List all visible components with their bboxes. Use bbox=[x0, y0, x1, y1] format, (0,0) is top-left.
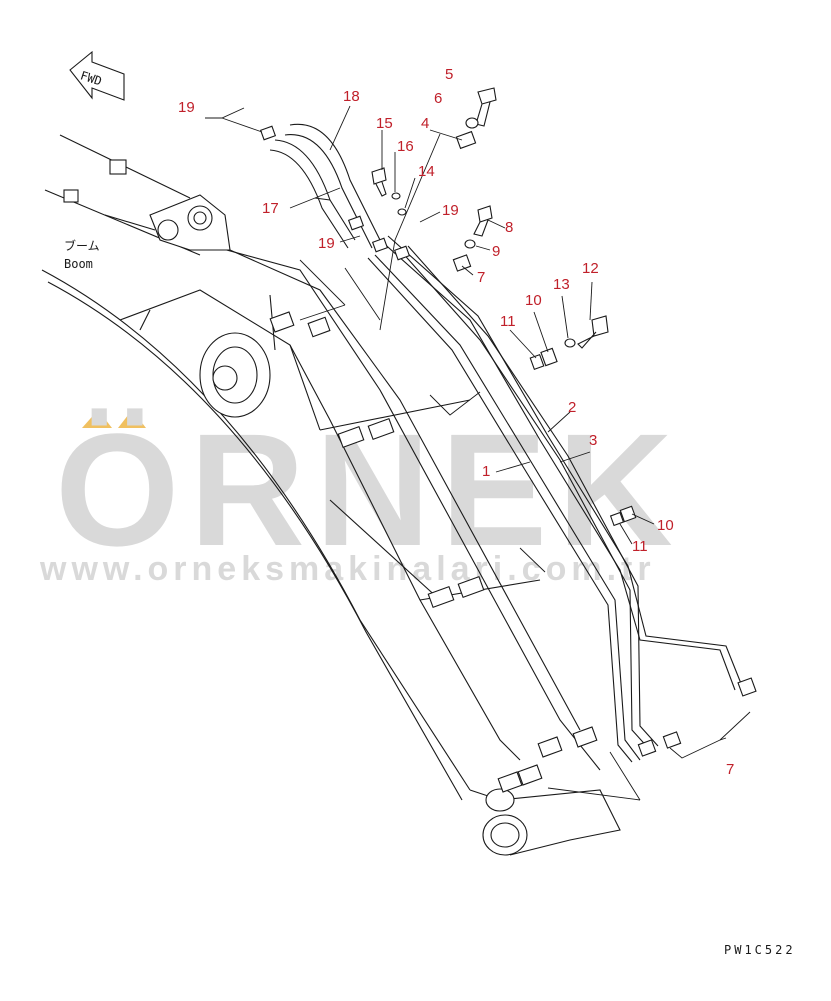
bolt-5-icon bbox=[475, 87, 497, 127]
washer-16-icon bbox=[391, 192, 401, 200]
callout-7-lower: 7 bbox=[726, 761, 734, 778]
bolt-15-icon bbox=[371, 167, 387, 197]
watermark-accent-right bbox=[118, 410, 146, 428]
boom-body bbox=[41, 134, 621, 856]
clamp-7b-icon bbox=[737, 677, 757, 697]
fitting-19b-icon bbox=[371, 237, 389, 253]
callout-10-upper: 10 bbox=[525, 292, 542, 309]
clamp-11b-icon bbox=[609, 511, 625, 527]
clamp-7-icon bbox=[452, 254, 472, 272]
bolt-8-icon bbox=[473, 205, 493, 237]
callout-4: 4 bbox=[421, 115, 429, 132]
fwd-label: FWD bbox=[79, 68, 104, 88]
callout-18: 18 bbox=[343, 88, 360, 105]
callout-15: 15 bbox=[376, 115, 393, 132]
boom-clamps bbox=[269, 311, 598, 793]
callout-9: 9 bbox=[492, 243, 500, 260]
callout-5: 5 bbox=[445, 66, 453, 83]
callout-16: 16 bbox=[397, 138, 414, 155]
watermark-accent-left bbox=[82, 410, 112, 428]
washer-14-icon bbox=[397, 208, 407, 216]
callouts: 5 6 4 18 15 16 14 19 17 19 19 8 9 7 12 1… bbox=[178, 66, 734, 778]
drawing-code: PW1C522 bbox=[724, 943, 796, 957]
washer-13-icon bbox=[564, 338, 576, 348]
callout-8: 8 bbox=[505, 219, 513, 236]
callout-12: 12 bbox=[582, 260, 599, 277]
fwd-arrow: FWD bbox=[69, 50, 125, 101]
watermark-url: www.orneksmakinalari.com.tr bbox=[39, 550, 656, 588]
callout-2: 2 bbox=[568, 399, 576, 416]
fitting-19a-icon bbox=[259, 125, 277, 141]
clamp-10b-icon bbox=[619, 505, 637, 523]
pipes bbox=[367, 235, 743, 763]
callout-1: 1 bbox=[482, 463, 490, 480]
clamp-7c-icon bbox=[662, 731, 682, 749]
boom-label-en: Boom bbox=[64, 257, 93, 271]
clamp-7d-icon bbox=[637, 739, 657, 757]
watermark: ÖRNEK www.orneksmakinalari.com.tr bbox=[39, 400, 673, 588]
callout-19-top: 19 bbox=[178, 99, 195, 116]
washer-6-icon bbox=[465, 117, 479, 129]
fitting-17-icon bbox=[347, 215, 365, 231]
callout-13: 13 bbox=[553, 276, 570, 293]
callout-17: 17 bbox=[262, 200, 279, 217]
callout-11-upper: 11 bbox=[500, 313, 516, 330]
clamp-4-icon bbox=[455, 130, 477, 150]
clamp-10-icon bbox=[540, 347, 558, 367]
boom-label-jp: ブーム bbox=[64, 238, 100, 253]
hardware-parts bbox=[259, 87, 757, 757]
hoses bbox=[269, 123, 381, 249]
callout-19-mid: 19 bbox=[442, 202, 459, 219]
washer-9-icon bbox=[464, 239, 476, 249]
callout-19-left: 19 bbox=[318, 235, 335, 252]
bolt-12-icon bbox=[577, 315, 609, 349]
callout-7-upper: 7 bbox=[477, 269, 485, 286]
clamp-11-icon bbox=[529, 353, 545, 371]
callout-11-lower: 11 bbox=[632, 538, 648, 555]
callout-14: 14 bbox=[418, 163, 435, 180]
callout-10-lower: 10 bbox=[657, 517, 674, 534]
callout-3: 3 bbox=[589, 432, 597, 449]
callout-6: 6 bbox=[434, 90, 442, 107]
leader-lines bbox=[205, 105, 751, 801]
fitting-19c-icon bbox=[393, 245, 411, 261]
